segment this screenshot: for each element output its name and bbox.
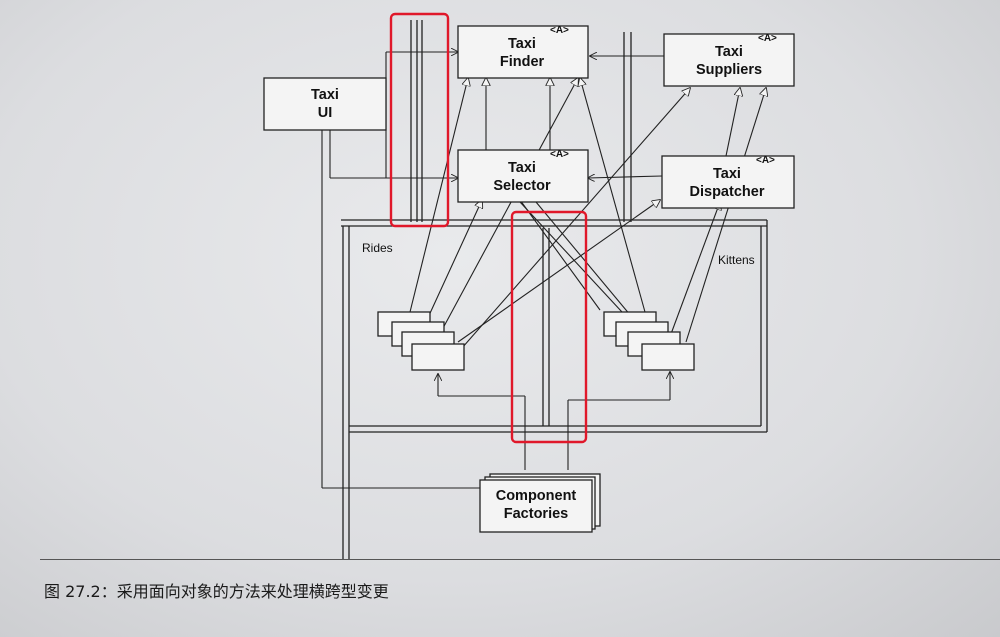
node-taxi-finder: <A> Taxi Finder (457, 25, 589, 79)
abstract-badge: <A> (756, 155, 775, 166)
node-taxi-finder-line2: Finder (500, 54, 545, 70)
abstract-badge: <A> (550, 25, 569, 36)
node-component-factories-line2: Factories (504, 506, 568, 522)
node-taxi-selector-line2: Selector (493, 178, 551, 194)
node-taxi-dispatcher-line1: Taxi (713, 166, 741, 182)
node-component-factories-line1: Component (496, 488, 577, 504)
kittens-instances (603, 311, 695, 371)
node-taxi-suppliers-line1: Taxi (715, 44, 743, 60)
label-kittens: Kittens (718, 253, 755, 267)
node-component-factories: Component Factories (479, 473, 601, 533)
node-taxi-ui-line1: Taxi (311, 87, 339, 103)
abstract-badge: <A> (550, 149, 569, 160)
rides-instances (377, 311, 465, 371)
node-taxi-dispatcher: <A> Taxi Dispatcher (661, 155, 795, 209)
node-taxi-suppliers-line2: Suppliers (696, 62, 762, 78)
node-taxi-finder-line1: Taxi (508, 36, 536, 52)
highlight-box-top (389, 12, 450, 228)
abstract-badge: <A> (758, 33, 777, 44)
node-taxi-ui: Taxi UI (263, 77, 387, 131)
connection-lines (321, 52, 766, 489)
label-rides: Rides (362, 241, 393, 255)
caption-rule (40, 559, 1000, 560)
figure-caption: 图 27.2：采用面向对象的方法来处理横跨型变更 (44, 582, 389, 601)
highlight-box-middle (510, 210, 588, 444)
node-taxi-dispatcher-line2: Dispatcher (690, 184, 765, 200)
node-taxi-suppliers: <A> Taxi Suppliers (663, 33, 795, 87)
node-taxi-selector-line1: Taxi (508, 160, 536, 176)
node-taxi-selector: <A> Taxi Selector (457, 149, 589, 203)
node-taxi-ui-line2: UI (318, 105, 333, 121)
